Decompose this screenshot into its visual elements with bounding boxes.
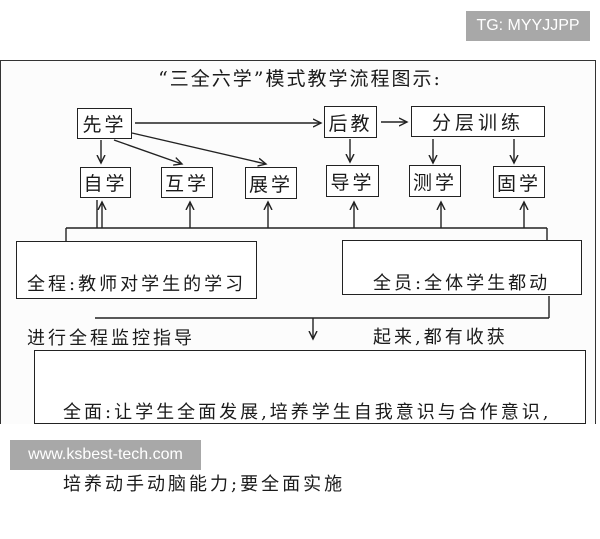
node-self-learn: 自学: [80, 167, 131, 198]
node-first-learn: 先学: [77, 108, 132, 139]
whole-process-line2: 进行全程监控指导: [27, 328, 195, 349]
node-consolidate-learn: 固学: [493, 166, 545, 198]
whole-process-line1: 全程:教师对学生的学习: [27, 274, 247, 295]
whole-process-box: 全程:教师对学生的学习 进行全程监控指导: [16, 241, 257, 349]
all-members-box: 全员:全体学生都动 起来,都有收获: [342, 240, 582, 348]
diagram-title: “三全六学”模式教学流程图示:: [158, 68, 442, 90]
connector-lines: [65, 0, 550, 480]
all-round-line1: 全面:让学生全面发展,培养学生自我意识与合作意识,: [63, 402, 552, 423]
node-show-learn: 展学: [245, 167, 297, 199]
watermark-bottom-left: www.ksbest-tech.com: [10, 440, 201, 470]
node-mutual-learn: 互学: [161, 167, 213, 198]
all-round-box: 全面:让学生全面发展,培养学生自我意识与合作意识, 培养动手动脑能力;要全面实施: [34, 350, 586, 495]
all-members-line2: 起来,都有收获: [373, 327, 508, 348]
node-layered-training: 分层训练: [411, 106, 545, 137]
watermark-top-right: TG: MYYJJPP: [466, 11, 590, 41]
all-round-line2: 培养动手动脑能力;要全面实施: [63, 474, 346, 495]
all-members-line1: 全员:全体学生都动: [373, 273, 551, 294]
node-test-learn: 测学: [409, 165, 461, 197]
node-guided-learn: 导学: [326, 165, 379, 197]
node-then-teach: 后教: [324, 106, 377, 138]
